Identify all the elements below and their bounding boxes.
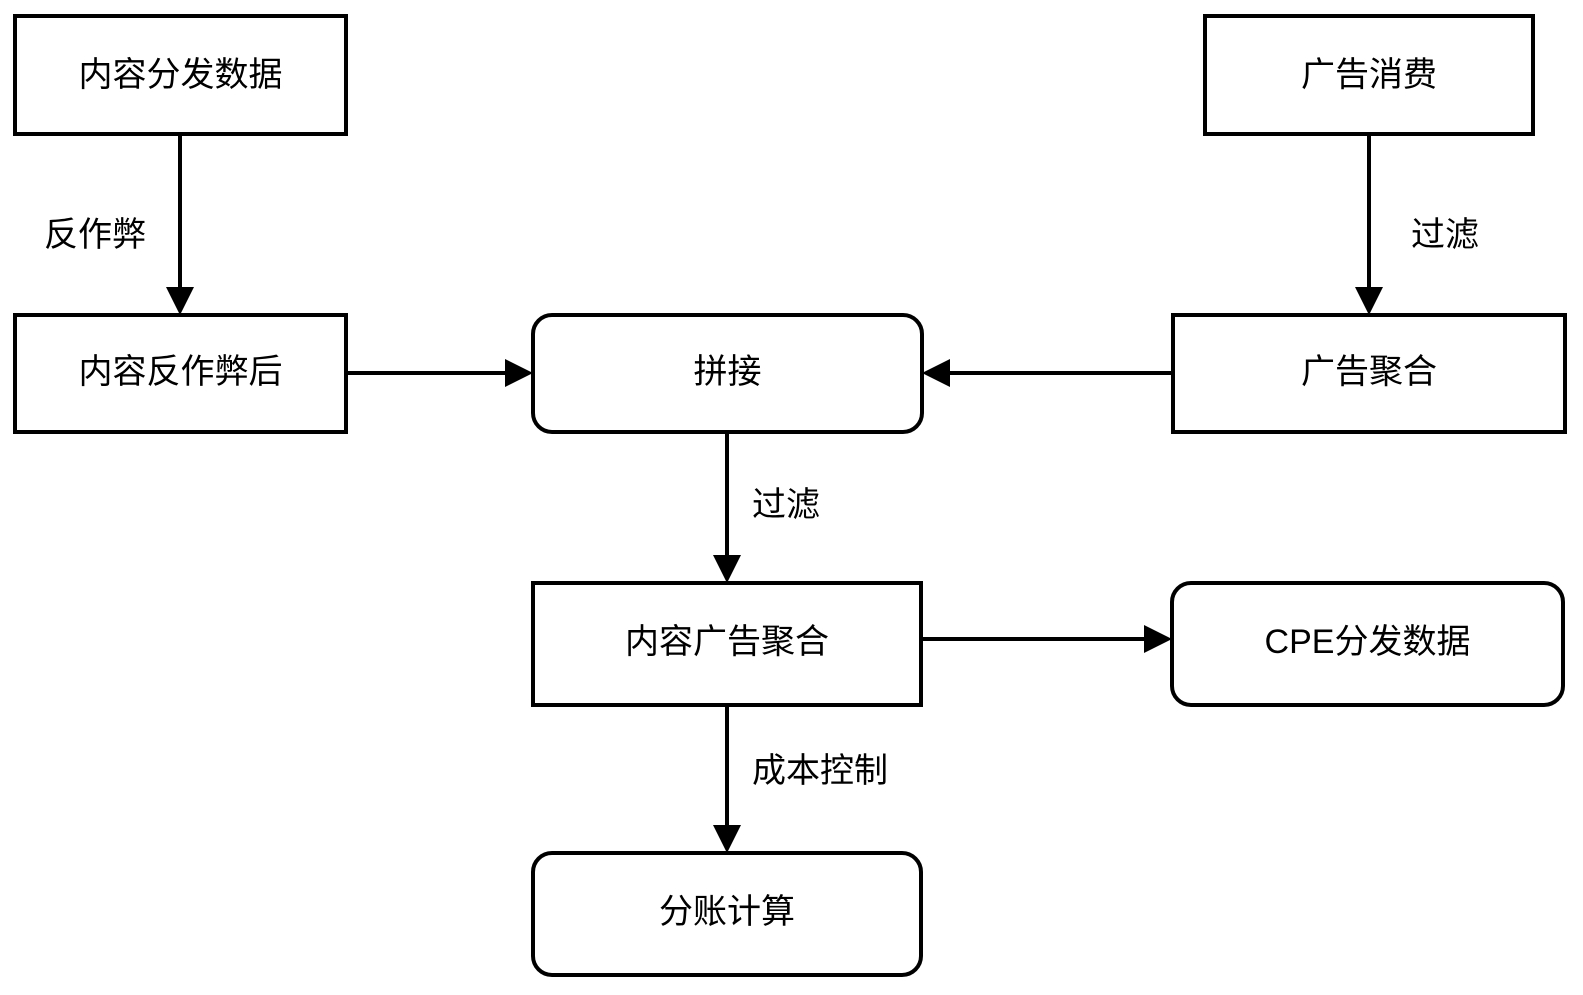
node-label: 广告聚合 (1301, 353, 1437, 391)
node-join[interactable]: 拼接 (531, 313, 924, 434)
node-cpe-distribution-data[interactable]: CPE分发数据 (1170, 581, 1565, 707)
node-revenue-split-calculation[interactable]: 分账计算 (531, 851, 923, 977)
node-shape-rounded-rectangle[interactable] (531, 313, 924, 434)
node-shape-rectangle[interactable] (13, 14, 348, 136)
node-shape-rectangle[interactable] (531, 581, 923, 707)
edge-antifraud-to-join (346, 359, 533, 387)
node-label: 内容广告聚合 (625, 623, 829, 661)
node-label: 拼接 (694, 353, 762, 391)
edge-join-to-content-ad-aggregation: 过滤 (713, 432, 820, 583)
arrowhead-icon (505, 359, 533, 387)
node-ad-consumption[interactable]: 广告消费 (1203, 14, 1535, 136)
node-label: 内容反作弊后 (79, 353, 283, 391)
node-label: 内容分发数据 (79, 56, 283, 94)
arrowhead-icon (166, 287, 194, 315)
edge-content-distribution-to-antifraud: 反作弊 (44, 134, 194, 315)
node-shape-rectangle[interactable] (1171, 313, 1567, 434)
edge-content-ad-aggregation-to-revenue-split: 成本控制 (713, 705, 888, 853)
arrowhead-icon (922, 359, 950, 387)
edge-ad-aggregation-to-join (922, 359, 1173, 387)
node-content-ad-aggregation[interactable]: 内容广告聚合 (531, 581, 923, 707)
node-content-distribution-data[interactable]: 内容分发数据 (13, 14, 348, 136)
node-shape-rectangle[interactable] (1203, 14, 1535, 136)
arrowhead-icon (713, 825, 741, 853)
edge-ad-consumption-to-ad-aggregation: 过滤 (1355, 134, 1479, 315)
edge-label-filter-ad: 过滤 (1411, 216, 1479, 254)
arrowhead-icon (1144, 625, 1172, 653)
edge-label-cost-control: 成本控制 (752, 752, 888, 790)
arrowhead-icon (713, 555, 741, 583)
node-shape-rectangle[interactable] (13, 313, 348, 434)
node-shape-rounded-rectangle[interactable] (531, 851, 923, 977)
edge-label-anti-fraud: 反作弊 (44, 216, 146, 254)
edge-label-filter-join: 过滤 (752, 486, 820, 524)
node-label: CPE分发数据 (1265, 623, 1471, 661)
node-content-after-antifraud[interactable]: 内容反作弊后 (13, 313, 348, 434)
node-shape-rounded-rectangle[interactable] (1170, 581, 1565, 707)
node-ad-aggregation[interactable]: 广告聚合 (1171, 313, 1567, 434)
edge-content-ad-aggregation-to-cpe (921, 625, 1172, 653)
node-label: 广告消费 (1301, 56, 1437, 94)
node-label: 分账计算 (659, 893, 795, 931)
arrowhead-icon (1355, 287, 1383, 315)
